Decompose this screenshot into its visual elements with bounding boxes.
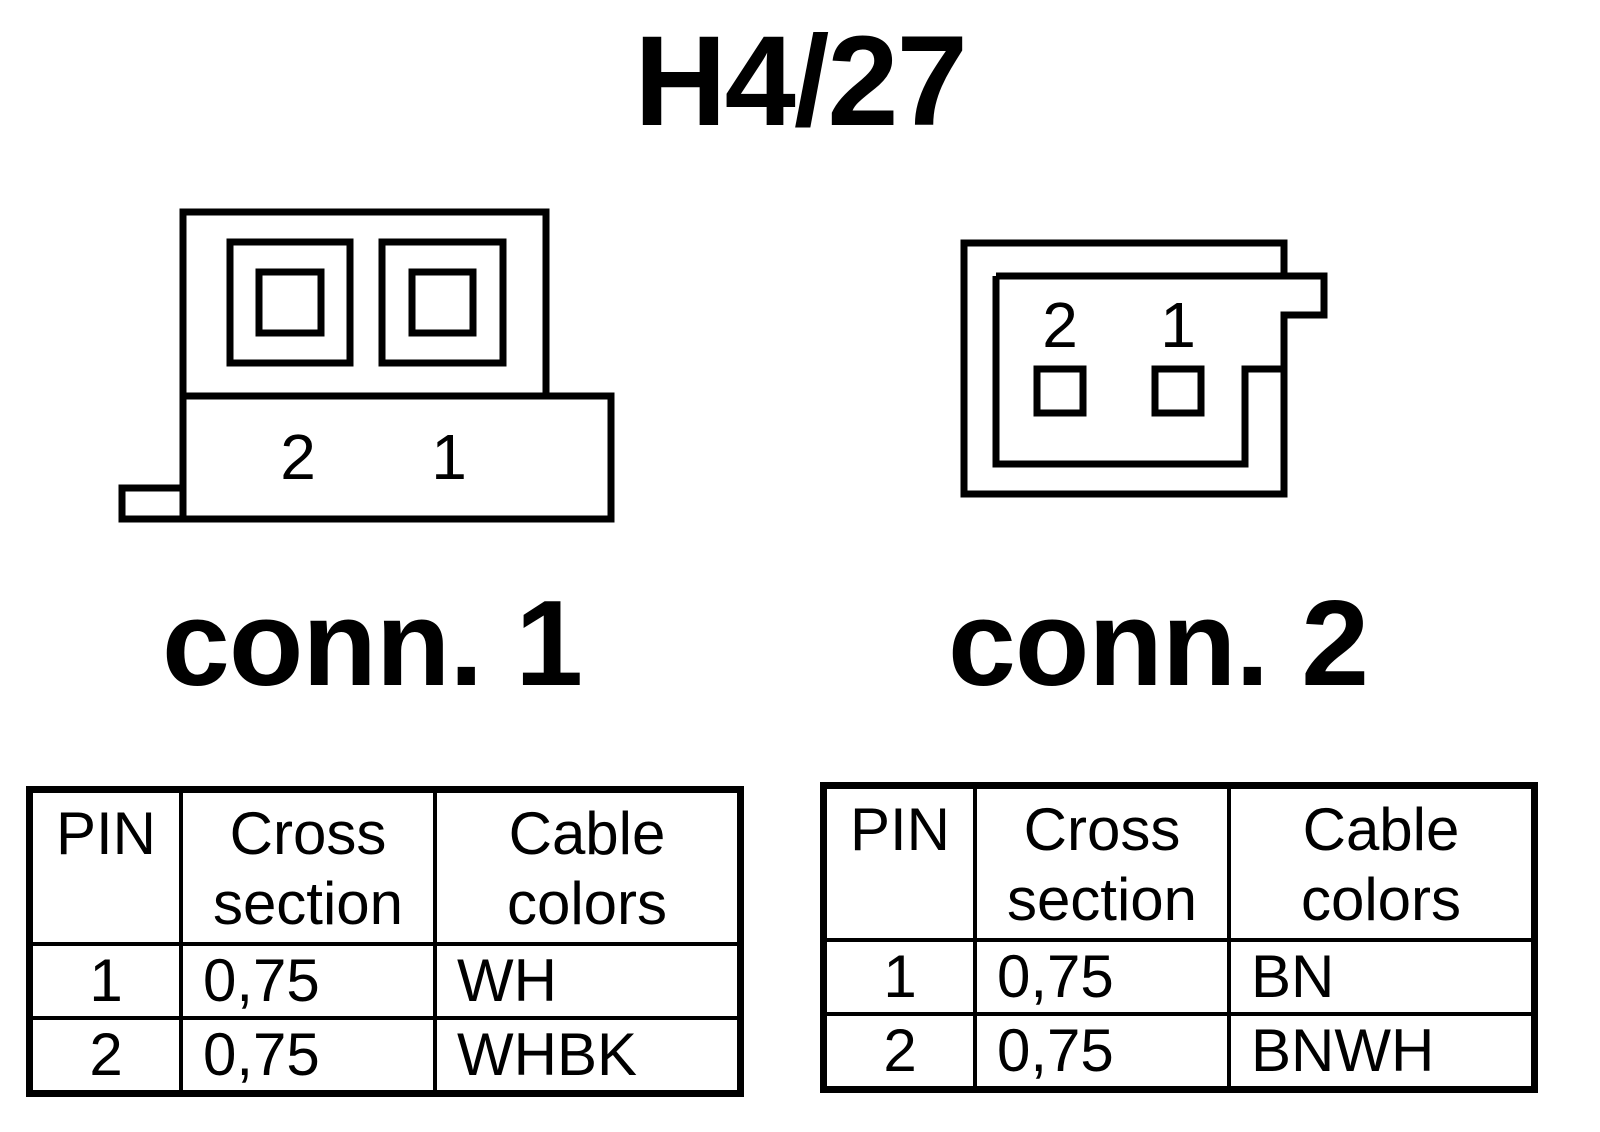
header-pin: PIN bbox=[27, 787, 183, 946]
connector-1-cavity-1 bbox=[378, 238, 507, 367]
connector-2-label: conn. 2 bbox=[948, 575, 1369, 711]
cell-pin: 2 bbox=[821, 1011, 977, 1091]
connector-1-lower-body bbox=[179, 392, 615, 523]
cell-pin: 1 bbox=[27, 941, 183, 1020]
diagram-title: H4/27 bbox=[634, 10, 968, 153]
table-row: 1 0,75 BN bbox=[821, 937, 1537, 1016]
connector-2-terminal-2 bbox=[1033, 365, 1087, 417]
cell-cross-section: 0,75 bbox=[179, 941, 437, 1020]
header-pin: PIN bbox=[821, 783, 977, 942]
cell-cable-color: BN bbox=[1227, 937, 1537, 1016]
connector-1-pin-label-2: 2 bbox=[280, 421, 316, 493]
connector-1-drawing bbox=[118, 208, 615, 523]
cell-cross-section: 0,75 bbox=[973, 1011, 1231, 1091]
connector-2-pin-label-1: 1 bbox=[1160, 289, 1196, 361]
cell-cable-color: WH bbox=[433, 941, 743, 1020]
cell-cross-section: 0,75 bbox=[973, 937, 1231, 1016]
table-row: 1 0,75 WH bbox=[27, 941, 743, 1020]
cell-pin: 2 bbox=[27, 1015, 183, 1095]
connector-2-inner-cavity bbox=[992, 272, 1284, 468]
cell-pin: 1 bbox=[821, 937, 977, 1016]
cell-cable-color: BNWH bbox=[1227, 1011, 1537, 1091]
cell-cable-color: WHBK bbox=[433, 1015, 743, 1095]
connector-1-terminal-1 bbox=[408, 268, 477, 337]
connector-1-terminal-2 bbox=[255, 268, 325, 337]
connector-2-drawing bbox=[960, 239, 1328, 498]
connector-2-terminal-1 bbox=[1151, 365, 1205, 417]
connector-1-latch-tab bbox=[118, 484, 187, 523]
connector-1-cavity-2 bbox=[226, 238, 354, 367]
connector-1-pin-label-1: 1 bbox=[431, 421, 467, 493]
connector-2-pin-label-2: 2 bbox=[1042, 289, 1078, 361]
cell-cross-section: 0,75 bbox=[179, 1015, 437, 1095]
table-row: 2 0,75 BNWH bbox=[821, 1011, 1537, 1091]
table-row: 2 0,75 WHBK bbox=[27, 1015, 743, 1095]
connector-1-label: conn. 1 bbox=[162, 575, 583, 711]
connector-2-outer-housing bbox=[960, 239, 1328, 498]
